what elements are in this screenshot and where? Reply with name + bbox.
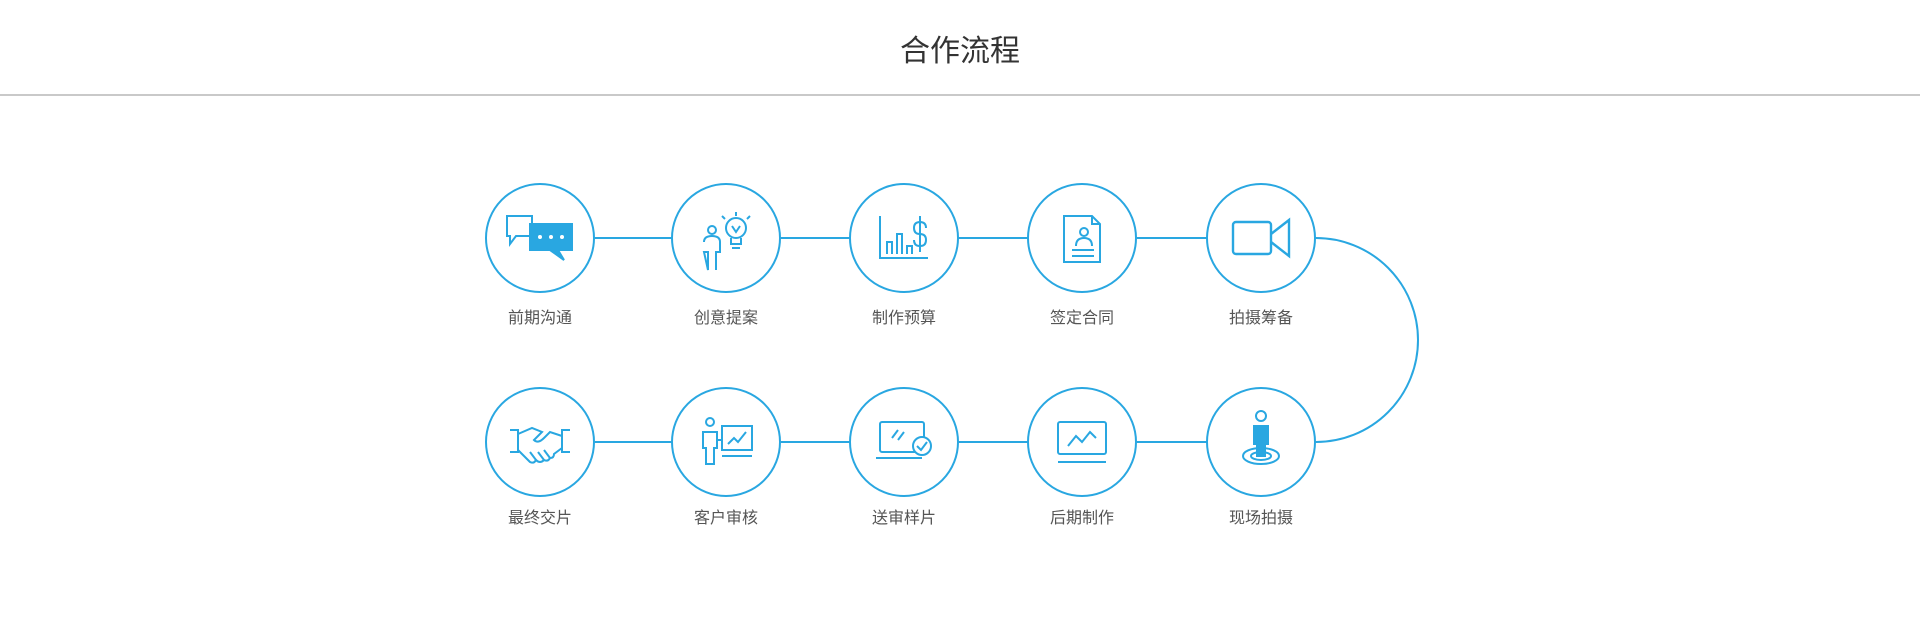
- step-circle: [671, 183, 781, 293]
- step-circle: [671, 387, 781, 497]
- step-label-5: 拍摄筹备: [1228, 308, 1293, 327]
- step-label-3: 制作预算: [871, 308, 936, 327]
- monitor-chart-icon: [1057, 421, 1107, 463]
- step-label-7: 后期制作: [1049, 508, 1114, 527]
- step-circle: [1206, 183, 1316, 293]
- budget-chart-icon: [879, 216, 928, 259]
- presentation-person-icon: [702, 417, 753, 465]
- chat-bubbles-icon: [506, 215, 573, 261]
- contract-document-icon: [1063, 215, 1101, 263]
- step-label-10: 最终交片: [507, 508, 572, 527]
- connector-arc: [1315, 237, 1419, 443]
- handshake-icon: [510, 426, 570, 464]
- step-circle: [1027, 387, 1137, 497]
- step-circle: [1027, 183, 1137, 293]
- header-divider: [0, 94, 1920, 96]
- page-title: 合作流程: [900, 34, 1020, 69]
- person-on-spot-icon: [1242, 410, 1280, 465]
- step-label-4: 签定合同: [1049, 308, 1114, 327]
- step-circle: [485, 387, 595, 497]
- step-circle: [849, 183, 959, 293]
- step-label-8: 送审样片: [871, 508, 936, 527]
- video-camera-icon: [1231, 217, 1291, 259]
- step-label-6: 现场拍摄: [1228, 508, 1293, 527]
- idea-person-icon: [702, 212, 751, 271]
- step-circle: [1206, 387, 1316, 497]
- laptop-check-icon: [876, 421, 932, 459]
- step-label-1: 前期沟通: [507, 308, 572, 327]
- step-circle: [849, 387, 959, 497]
- step-circle: [485, 183, 595, 293]
- step-label-9: 客户审核: [693, 508, 758, 527]
- step-label-2: 创意提案: [693, 308, 758, 327]
